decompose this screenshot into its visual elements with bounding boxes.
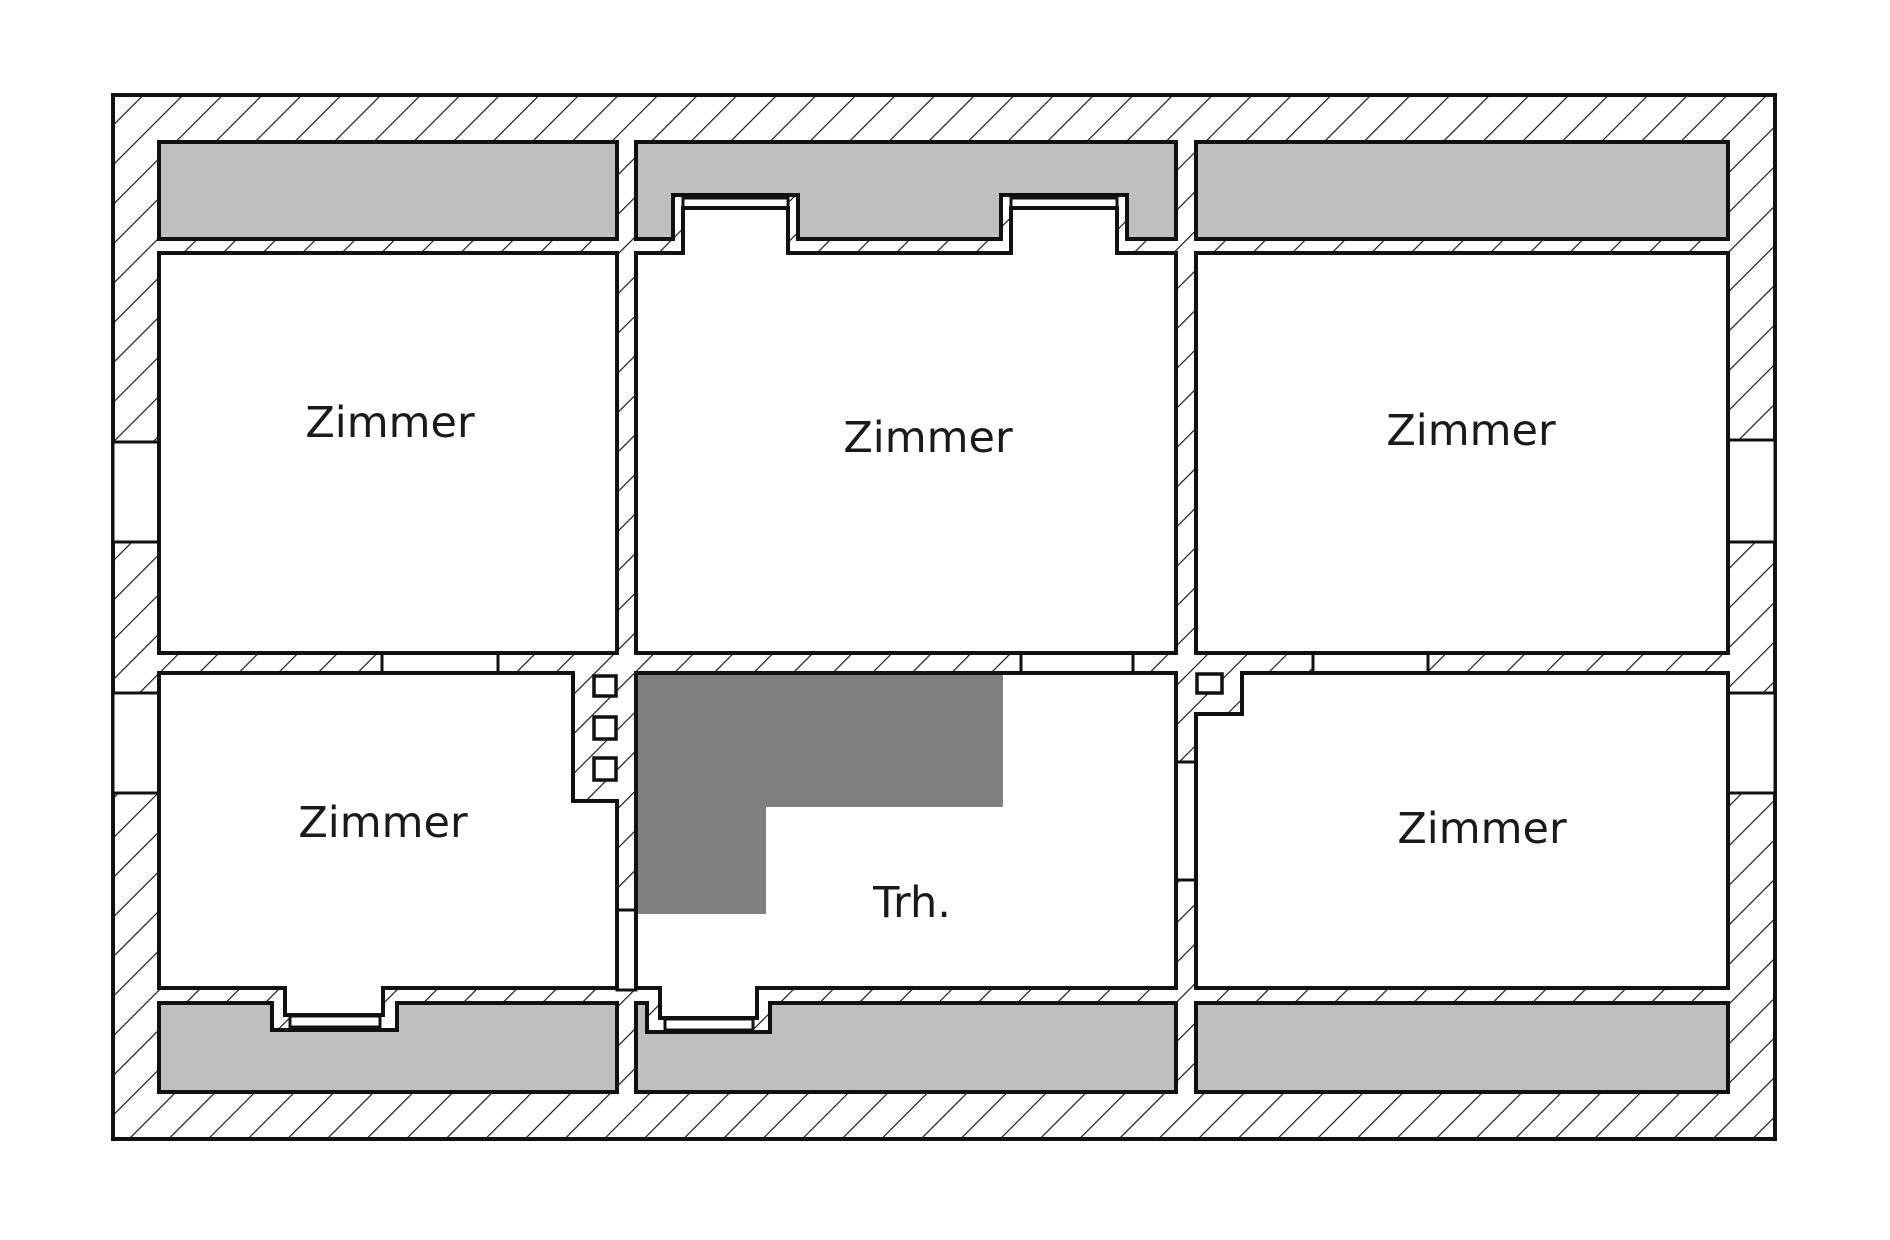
room-label-stairwell: Trh. <box>872 878 951 928</box>
flue-3 <box>592 756 618 782</box>
slope-top-left <box>157 140 619 241</box>
stair-void <box>638 675 1003 914</box>
window-left-lower <box>111 691 161 795</box>
window-right-upper <box>1726 438 1777 544</box>
flue-2 <box>592 715 618 741</box>
windows <box>111 438 1777 795</box>
slope-top-right <box>1194 140 1730 241</box>
dormer-bottom-left <box>288 1014 382 1029</box>
room-label-upper-right: Zimmer <box>1386 406 1556 456</box>
window-left-upper <box>111 440 161 544</box>
door-upper-right <box>1311 651 1430 675</box>
dormer-bottom-center <box>663 1017 755 1032</box>
room-label-upper-center: Zimmer <box>843 413 1013 463</box>
room-label-lower-right: Zimmer <box>1397 804 1567 854</box>
door-upper-left <box>380 651 500 675</box>
room-lower-right <box>1194 671 1730 990</box>
room-label-lower-left: Zimmer <box>298 798 468 848</box>
room-upper-right <box>1194 251 1730 655</box>
door-lower-right <box>1174 760 1198 882</box>
room-upper-left <box>157 251 619 655</box>
chimney-flues <box>592 672 1224 782</box>
room-label-upper-left: Zimmer <box>305 398 475 448</box>
slope-bottom-center <box>634 1001 1178 1094</box>
door-upper-center <box>1019 651 1135 675</box>
slope-bottom-left <box>157 1001 619 1094</box>
window-right-lower <box>1726 691 1777 795</box>
flue-4 <box>1195 672 1224 695</box>
slope-top-center <box>634 140 1178 241</box>
room-lower-left <box>157 671 619 1017</box>
room-upper-center <box>634 206 1178 655</box>
flue-1 <box>592 674 618 698</box>
door-lower-left <box>615 908 638 992</box>
slope-bottom-right <box>1194 1001 1730 1094</box>
roof-slope-zones <box>157 140 1730 1094</box>
